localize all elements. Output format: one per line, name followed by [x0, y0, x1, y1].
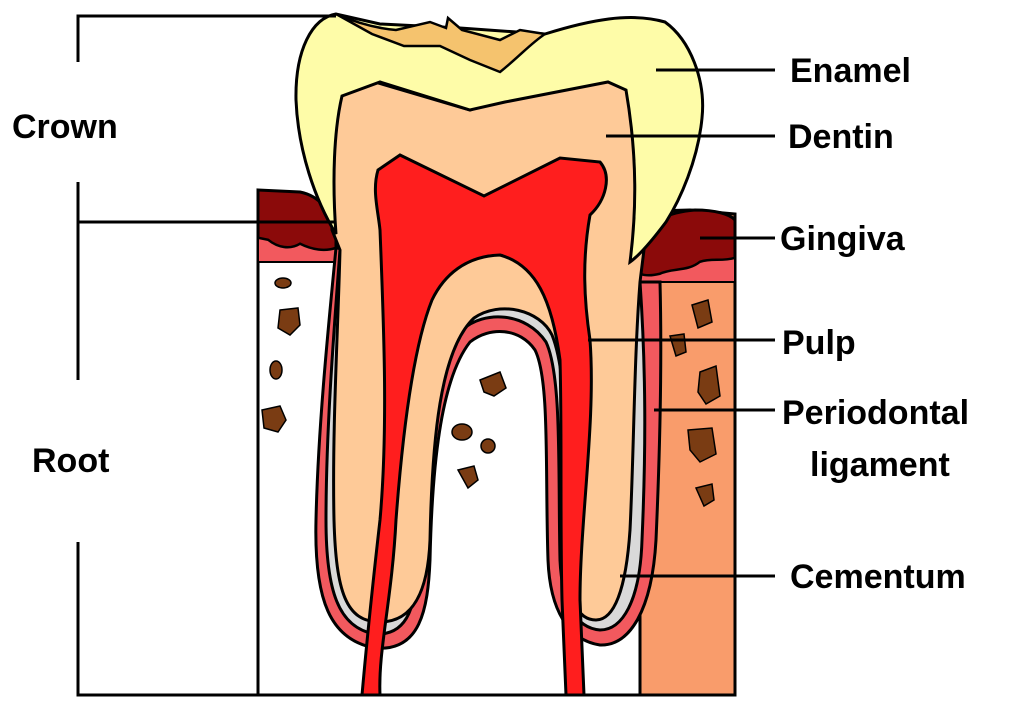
- bone-spot: [277, 307, 301, 336]
- label-root: Root: [32, 442, 109, 480]
- label-cementum: Cementum: [790, 558, 966, 596]
- bone-spot: [697, 364, 721, 405]
- bone-spot: [269, 360, 283, 380]
- bone-spot: [456, 465, 479, 490]
- root-bracket: [76, 222, 258, 697]
- enamel-cap: [294, 12, 705, 266]
- bone-spot: [261, 405, 287, 433]
- bone-spots: [261, 277, 721, 508]
- bone-spot: [274, 277, 292, 289]
- label-gingiva: Gingiva: [780, 220, 906, 258]
- label-crown: Crown: [12, 108, 118, 146]
- crown-decay: [335, 12, 549, 74]
- bone-spot: [480, 438, 496, 454]
- label-dentin: Dentin: [788, 118, 894, 156]
- root-bracket-bottom: [76, 542, 258, 697]
- leader-lines: [588, 68, 775, 578]
- crown-bracket-top: [76, 14, 336, 62]
- gingiva-right-pink: [639, 256, 736, 283]
- label-periodontal-line1: Periodontal: [782, 394, 969, 432]
- label-pulp: Pulp: [782, 324, 856, 362]
- label-enamel: Enamel: [790, 52, 911, 90]
- bone-spot: [479, 371, 507, 397]
- bone-spot: [451, 423, 473, 441]
- label-periodontal-line2: ligament: [810, 446, 950, 484]
- bone-spot: [691, 299, 713, 330]
- bone-spot: [687, 427, 717, 463]
- bone-spot: [694, 483, 715, 508]
